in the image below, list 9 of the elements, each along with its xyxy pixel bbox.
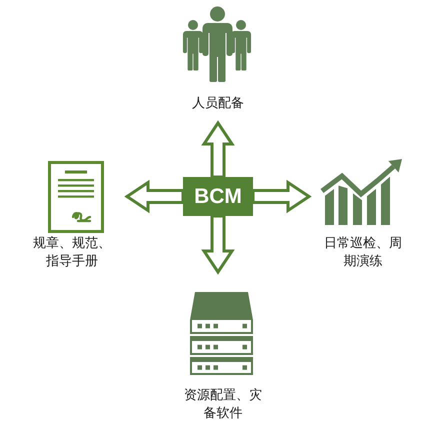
- block-arrow: [124, 180, 184, 214]
- icon-caption: 日常巡检、周期演练: [323, 234, 403, 270]
- center-box: BCM: [183, 177, 253, 216]
- icon-caption: 人员配备: [191, 94, 245, 112]
- block-arrow: [252, 180, 312, 214]
- icon-caption: 资源配置、灾备软件: [183, 386, 263, 422]
- icon-caption: 规章、规范、指导手册: [32, 234, 112, 270]
- block-arrow: [201, 214, 235, 275]
- block-arrow: [201, 120, 235, 178]
